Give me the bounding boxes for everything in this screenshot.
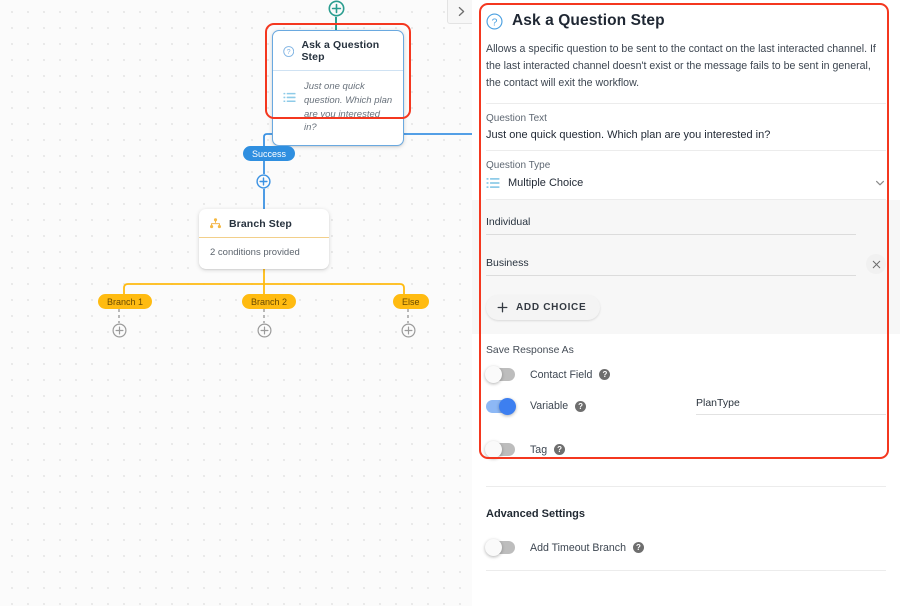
add-step-else-button[interactable] <box>401 323 416 338</box>
svg-text:?: ? <box>492 17 498 28</box>
node-header: ? Ask a Question Step <box>273 31 403 71</box>
question-mark-circle-icon: ? <box>283 45 295 57</box>
question-type-label: Question Type <box>486 160 551 172</box>
panel-title: Ask a Question Step <box>512 12 665 29</box>
plus-circle-icon <box>256 174 271 189</box>
choice-row[interactable]: Business <box>486 254 886 279</box>
workflow-canvas[interactable]: ? Ask a Question Step Just one quick que… <box>0 0 472 606</box>
variable-label: Variable <box>530 400 569 413</box>
chevron-right-icon <box>458 6 464 17</box>
node-branch-step[interactable]: Branch Step 2 conditions provided <box>199 209 329 269</box>
question-text-field[interactable]: Question Text Just one quick question. W… <box>472 104 900 150</box>
badge-label: Success <box>252 148 287 159</box>
plus-circle-icon <box>401 323 416 338</box>
node-header: Branch Step <box>199 209 329 238</box>
help-icon[interactable]: ? <box>599 369 611 381</box>
contact-field-toggle[interactable] <box>485 366 515 384</box>
add-timeout-branch-toggle[interactable] <box>485 539 515 557</box>
add-timeout-branch-label: Add Timeout Branch <box>530 541 626 554</box>
list-icon <box>486 178 500 189</box>
badge-label: Branch 2 <box>251 296 288 307</box>
choice-input-2[interactable]: Business <box>486 257 856 277</box>
toggle-row-tag[interactable]: Tag ? <box>472 423 900 470</box>
node-body-text: Just one quick question. Which plan are … <box>304 81 393 134</box>
advanced-settings-label: Advanced Settings <box>486 508 586 521</box>
toggle-knob <box>485 441 502 459</box>
divider <box>486 570 886 572</box>
node-title: Ask a Question Step <box>301 39 380 63</box>
add-choice-button[interactable]: ADD CHOICE <box>486 295 601 321</box>
question-text-label: Question Text <box>486 113 547 125</box>
badge-else[interactable]: Else <box>393 294 429 309</box>
tag-toggle[interactable] <box>485 441 515 459</box>
question-mark-circle-icon: ? <box>486 12 503 30</box>
question-text-input[interactable]: Just one quick question. Which plan are … <box>486 129 771 142</box>
toggle-row-contact-field[interactable]: Contact Field ? <box>472 360 900 389</box>
question-type-field[interactable]: Question Type Multiple Choice <box>472 151 900 199</box>
badge-label: Else <box>402 296 420 307</box>
node-body: Just one quick question. Which plan are … <box>273 71 403 145</box>
add-choice-label: ADD CHOICE <box>516 302 587 314</box>
variable-toggle[interactable] <box>486 397 516 415</box>
list-icon <box>283 92 296 103</box>
save-response-as-label: Save Response As <box>486 345 574 357</box>
node-ask-a-question-step[interactable]: ? Ask a Question Step Just one quick que… <box>272 30 404 147</box>
plus-icon <box>497 303 508 313</box>
toggle-row-variable[interactable]: Variable ? PlanType <box>472 389 900 423</box>
badge-branch-2[interactable]: Branch 2 <box>242 294 297 309</box>
divider <box>486 150 886 152</box>
add-step-after-success-button[interactable] <box>256 174 271 189</box>
chevron-down-icon[interactable] <box>874 177 886 189</box>
close-icon <box>872 260 880 269</box>
toggle-knob <box>499 397 516 415</box>
divider <box>486 199 886 201</box>
svg-text:?: ? <box>287 49 291 56</box>
variable-name-input[interactable]: PlanType <box>696 397 886 416</box>
add-step-branch-2-button[interactable] <box>257 323 272 338</box>
node-body-text: 2 conditions provided <box>210 247 300 258</box>
plus-circle-icon <box>328 0 345 17</box>
badge-success[interactable]: Success <box>243 146 296 161</box>
help-icon[interactable]: ? <box>633 542 644 554</box>
panel-header: ? Ask a Question Step <box>472 0 900 41</box>
choice-row[interactable]: Individual <box>486 216 886 238</box>
choices-list: Individual Business ADD CHOICE <box>472 200 900 335</box>
tag-label: Tag <box>530 443 548 456</box>
add-step-top-button[interactable] <box>328 0 345 17</box>
step-settings-panel: ? Ask a Question Step Allows a specific … <box>472 0 900 606</box>
badge-branch-1[interactable]: Branch 1 <box>98 294 153 309</box>
contact-field-label: Contact Field <box>530 368 593 381</box>
plus-circle-icon <box>112 323 127 338</box>
question-type-value[interactable]: Multiple Choice <box>508 177 584 190</box>
collapse-panel-button[interactable] <box>447 0 472 24</box>
toggle-row-add-timeout-branch[interactable]: Add Timeout Branch ? <box>472 524 900 562</box>
help-icon[interactable]: ? <box>554 444 566 456</box>
toggle-knob <box>485 539 502 557</box>
divider <box>486 103 886 105</box>
toggle-knob <box>485 366 502 384</box>
node-title: Branch Step <box>229 217 292 230</box>
node-body: 2 conditions provided <box>199 238 329 269</box>
badge-label: Branch 1 <box>107 296 144 307</box>
add-step-branch-1-button[interactable] <box>112 323 127 338</box>
branch-hierarchy-icon <box>210 218 221 229</box>
divider <box>486 486 886 488</box>
choice-input-1[interactable]: Individual <box>486 216 856 236</box>
help-icon[interactable]: ? <box>575 400 587 412</box>
remove-choice-button[interactable] <box>866 254 886 275</box>
plus-circle-icon <box>257 323 272 338</box>
panel-description: Allows a specific question to be sent to… <box>486 43 876 90</box>
